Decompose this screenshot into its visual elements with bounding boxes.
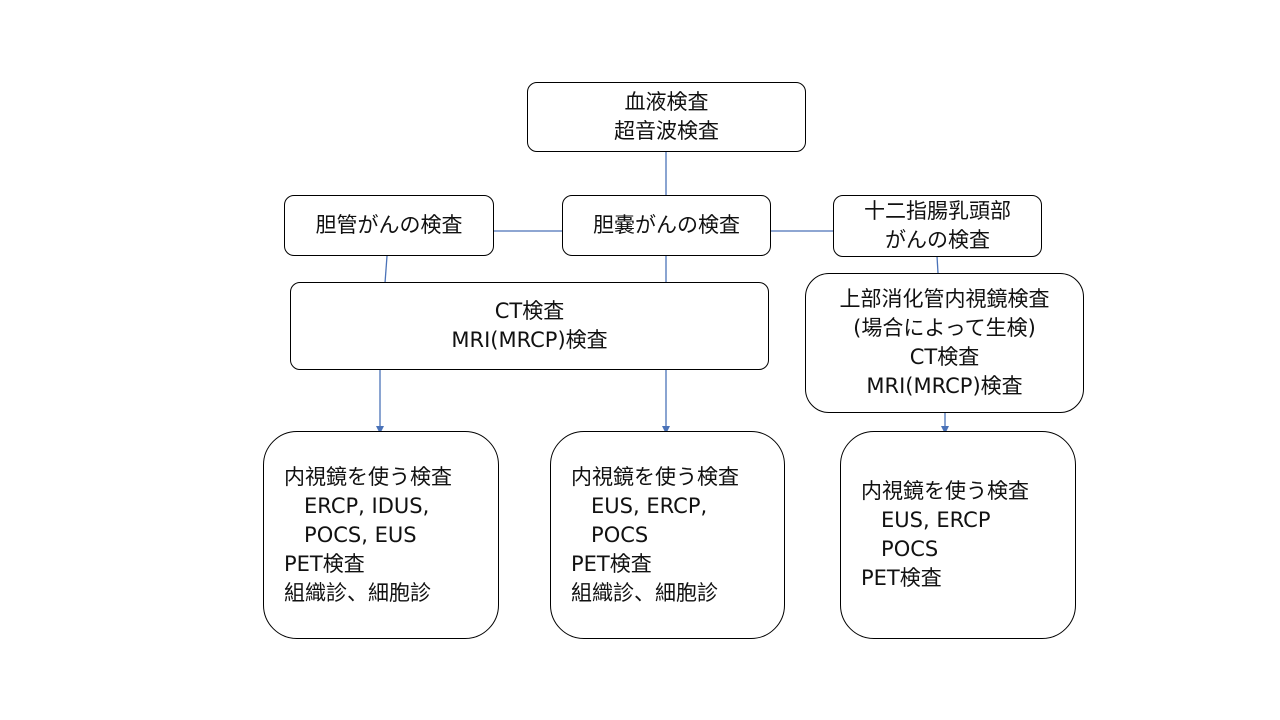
- node-text: PET検査: [284, 551, 365, 576]
- node-text: PET検査: [571, 551, 652, 576]
- connector-bile-duct-to-ct: [384, 255, 388, 284]
- node-text: MRI(MRCP)検査: [866, 374, 1023, 398]
- node-text: PET検査: [861, 566, 942, 590]
- node-text: POCS: [571, 522, 649, 547]
- gallbladder-cancer-test-box: 胆嚢がんの検査: [562, 195, 771, 256]
- node-text: 上部消化管内視鏡検査: [839, 287, 1050, 311]
- node-text: 十二指腸乳頭部: [864, 199, 1011, 223]
- node-text: POCS: [861, 537, 939, 561]
- node-text: (場合によって生検): [853, 316, 1036, 340]
- node-text: 組織診、細胞診: [571, 580, 718, 605]
- endoscopy-right-box: 内視鏡を使う検査 EUS, ERCP POCS PET検査: [840, 431, 1076, 639]
- node-text: CT検査: [909, 345, 980, 369]
- node-text: 血液検査: [624, 90, 709, 114]
- node-text: CT検査: [494, 299, 565, 323]
- node-text: 内視鏡を使う検査: [861, 479, 1029, 503]
- ct-mri-test-box: CT検査 MRI(MRCP)検査: [290, 282, 769, 370]
- node-text: 超音波検査: [614, 119, 719, 143]
- node-text: がんの検査: [885, 228, 990, 252]
- node-text: 内視鏡を使う検査: [571, 464, 739, 489]
- node-text: POCS, EUS: [284, 522, 417, 547]
- upper-gi-endoscopy-box: 上部消化管内視鏡検査 (場合によって生検) CT検査 MRI(MRCP)検査: [805, 273, 1084, 413]
- node-text: MRI(MRCP)検査: [451, 328, 608, 352]
- node-text: 内視鏡を使う検査: [284, 464, 452, 489]
- connector-ampulla-to-upper-gi: [936, 255, 939, 274]
- blood-ultrasound-test-box: 血液検査 超音波検査: [527, 82, 806, 152]
- endoscopy-middle-box: 内視鏡を使う検査 EUS, ERCP, POCS PET検査 組織診、細胞診: [550, 431, 785, 639]
- node-text: 胆管がんの検査: [315, 213, 463, 237]
- node-text: 組織診、細胞診: [284, 580, 431, 605]
- node-text: ERCP, IDUS,: [284, 493, 430, 518]
- bile-duct-cancer-test-box: 胆管がんの検査: [284, 195, 494, 256]
- node-text: 胆嚢がんの検査: [593, 213, 740, 237]
- node-text: EUS, ERCP: [861, 508, 991, 532]
- node-text: EUS, ERCP,: [571, 493, 708, 518]
- endoscopy-left-box: 内視鏡を使う検査 ERCP, IDUS, POCS, EUS PET検査 組織診…: [263, 431, 499, 639]
- ampulla-cancer-test-box: 十二指腸乳頭部 がんの検査: [833, 195, 1042, 257]
